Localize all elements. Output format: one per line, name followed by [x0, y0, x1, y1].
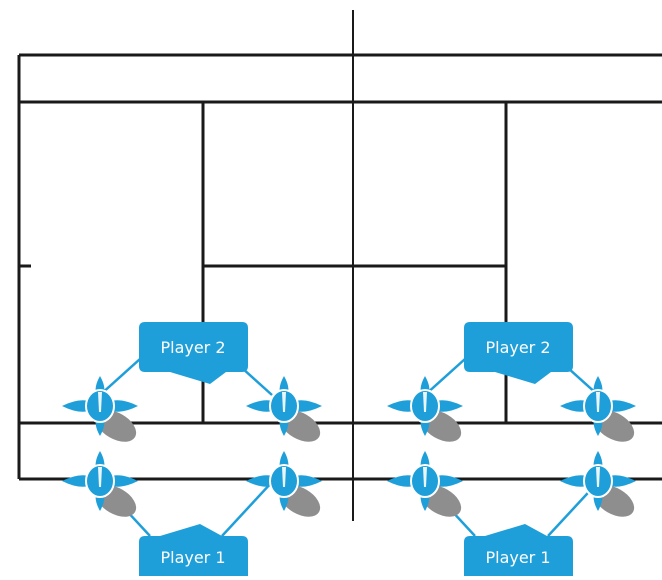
player1-label-text: Player 1 [485, 548, 550, 567]
court-lines [17, 10, 662, 521]
player-figure [245, 375, 327, 450]
player-label-1: Player 1 [139, 524, 248, 576]
player1-label-text: Player 1 [160, 548, 225, 567]
player-group-1: Player 2 Player 1 [61, 322, 327, 576]
player-figure [386, 375, 468, 450]
player-figure [559, 375, 641, 450]
player2-label-text: Player 2 [485, 338, 550, 357]
player-figure [61, 375, 143, 450]
player-figure [61, 450, 143, 525]
player-figure [559, 450, 641, 525]
player-label-1: Player 1 [464, 524, 573, 576]
player-group-2: Player 2 Player 1 [386, 322, 641, 576]
player2-label-text: Player 2 [160, 338, 225, 357]
player-label-2: Player 2 [464, 322, 573, 384]
player-figure [245, 450, 327, 525]
player-label-2: Player 2 [139, 322, 248, 384]
player-figure [386, 450, 468, 525]
